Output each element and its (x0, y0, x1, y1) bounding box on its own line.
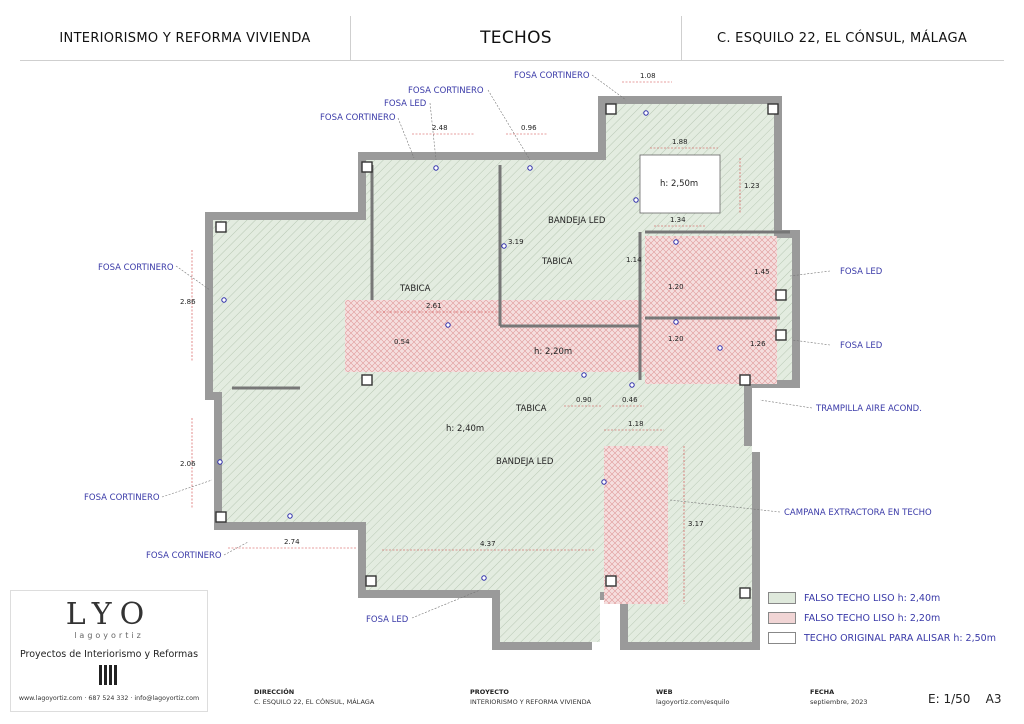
paper-format: A3 (985, 692, 1002, 706)
dim-317: 3.17 (688, 520, 704, 528)
header-address: C. ESQUILO 22, EL CÓNSUL, MÁLAGA (716, 30, 968, 46)
dim-108: 1.08 (640, 72, 656, 80)
logo-tagline: Proyectos de Interiorismo y Reformas (19, 649, 199, 660)
legend-item: FALSO TECHO LISO h: 2,40m (768, 588, 1013, 608)
label-h250: h: 2,50m (660, 179, 698, 189)
dim-319: 3.19 (508, 238, 524, 246)
label-h240: h: 2,40m (446, 424, 484, 434)
label-campana: CAMPANA EXTRACTORA EN TECHO (784, 508, 932, 518)
label-fosa-cortinero-left3: FOSA CORTINERO (146, 551, 222, 561)
tb-proyecto-value: INTERIORISMO Y REFORMA VIVIENDA (470, 698, 591, 706)
zone-ceiling-220 (345, 236, 777, 604)
leader-lines (161, 74, 831, 619)
logo-contact: www.lagoyortiz.com · 687 524 332 · info@… (18, 695, 200, 702)
tb-fecha: FECHA septiembre, 2023 (810, 688, 868, 706)
label-tabica-1: TABICA (541, 257, 573, 267)
label-fosa-led-bottom: FOSA LED (366, 615, 409, 625)
interior-walls (232, 165, 790, 390)
logo-name: lagoyortiz (74, 631, 144, 640)
tb-proyecto: PROYECTO INTERIORISMO Y REFORMA VIVIENDA (470, 688, 591, 706)
label-tabica-3: TABICA (515, 404, 547, 414)
header-project: INTERIORISMO Y REFORMA VIVIENDA (59, 30, 311, 46)
tb-fecha-title: FECHA (810, 688, 835, 696)
scale-format: E: 1/50 A3 (928, 692, 1002, 706)
legend-swatch-red (768, 612, 796, 624)
label-fosa-cortinero-b: FOSA CORTINERO (320, 113, 396, 123)
dim-286: 2.86 (180, 298, 196, 306)
qr-code-icon (99, 665, 119, 685)
dim-206: 2.06 (180, 460, 196, 468)
label-fosa-led-right1: FOSA LED (840, 267, 883, 277)
label-fosa-cortinero-a: FOSA CORTINERO (408, 86, 484, 96)
label-fosa-cortinero-top: FOSA CORTINERO (514, 71, 590, 81)
title-block: DIRECCIÓN C. ESQUILO 22, EL CÓNSUL, MÁLA… (250, 688, 1020, 718)
legend-item: TECHO ORIGINAL PARA ALISAR h: 2,50m (768, 628, 1013, 648)
dim-261: 2.61 (426, 302, 442, 310)
logo-mark: LYO (65, 597, 153, 632)
header-sheet-title: TECHOS (350, 16, 682, 60)
legend-swatch-green (768, 592, 796, 604)
legend-item: FALSO TECHO LISO h: 2,20m (768, 608, 1013, 628)
dim-096: 0.96 (521, 124, 537, 132)
tb-direccion-value: C. ESQUILO 22, EL CÓNSUL, MÁLAGA (254, 698, 375, 706)
dim-134: 1.34 (670, 216, 686, 224)
dim-248: 2.48 (432, 124, 448, 132)
title-header: INTERIORISMO Y REFORMA VIVIENDA TECHOS C… (20, 16, 1004, 61)
tb-web-value: lagoyortiz.com/esquilo (656, 698, 730, 706)
dim-054: 0.54 (394, 338, 410, 346)
dim-145: 1.45 (754, 268, 770, 276)
label-fosa-cortinero-left1: FOSA CORTINERO (98, 263, 174, 273)
dim-188: 1.88 (672, 138, 688, 146)
label-fosa-led-top: FOSA LED (384, 99, 427, 109)
dim-118: 1.18 (628, 420, 644, 428)
tb-web-title: WEB (656, 688, 673, 696)
dim-274: 2.74 (284, 538, 300, 546)
tb-direccion-title: DIRECCIÓN (254, 688, 295, 696)
scale-value: E: 1/50 (928, 692, 971, 706)
dim-090: 0.90 (576, 396, 592, 404)
label-h220: h: 2,20m (534, 347, 572, 357)
tb-fecha-value: septiembre, 2023 (810, 698, 868, 706)
label-fosa-led-right2: FOSA LED (840, 341, 883, 351)
zone-ceiling-250 (639, 154, 721, 214)
label-trampilla: TRAMPILLA AIRE ACOND. (815, 404, 922, 414)
dim-437: 4.37 (480, 540, 496, 548)
legend-label: FALSO TECHO LISO h: 2,20m (804, 612, 941, 624)
dim-114: 1.14 (626, 256, 642, 264)
dim-046: 0.46 (622, 396, 638, 404)
dim-120b: 1.20 (668, 335, 684, 343)
label-bandeja-led-top: BANDEJA LED (548, 216, 606, 226)
light-points (217, 110, 723, 581)
label-bandeja-led-bottom: BANDEJA LED (496, 457, 554, 467)
dimension-lines (191, 81, 741, 604)
legend: FALSO TECHO LISO h: 2,40m FALSO TECHO LI… (768, 588, 1013, 648)
tb-proyecto-title: PROYECTO (470, 688, 509, 696)
dim-120a: 1.20 (668, 283, 684, 291)
studio-logo-block: LYO lagoyortiz Proyectos de Interiorismo… (10, 590, 208, 712)
dim-126: 1.26 (750, 340, 766, 348)
tb-direccion: DIRECCIÓN C. ESQUILO 22, EL CÓNSUL, MÁLA… (254, 688, 374, 706)
legend-label: FALSO TECHO LISO h: 2,40m (804, 592, 941, 604)
dim-123: 1.23 (744, 182, 760, 190)
label-tabica-2: TABICA (399, 284, 431, 294)
columns (215, 103, 787, 599)
legend-label: TECHO ORIGINAL PARA ALISAR h: 2,50m (804, 632, 996, 644)
tb-web: WEB lagoyortiz.com/esquilo (656, 688, 730, 706)
legend-swatch-white (768, 632, 796, 644)
label-fosa-cortinero-left2: FOSA CORTINERO (84, 493, 160, 503)
